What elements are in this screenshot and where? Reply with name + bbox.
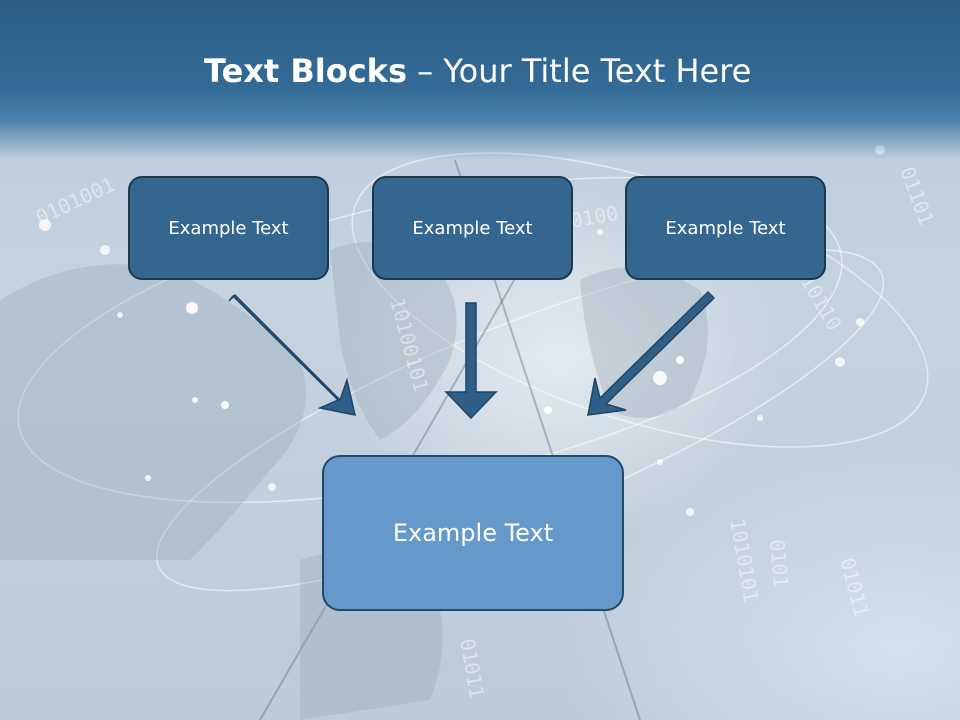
text-block-right-label: Example Text: [665, 217, 786, 239]
svg-text:0101: 0101: [765, 538, 793, 588]
text-block-left: Example Text: [128, 176, 329, 280]
title-bold: Text Blocks: [204, 52, 407, 90]
title-rest: Your Title Text Here: [443, 52, 752, 90]
text-block-center-label: Example Text: [412, 217, 533, 239]
text-block-right: Example Text: [625, 176, 826, 280]
text-block-bottom-label: Example Text: [392, 519, 554, 547]
arrow-center-to-bottom: [444, 302, 498, 420]
text-block-bottom: Example Text: [322, 455, 624, 611]
arrow-left-to-bottom: [228, 293, 356, 416]
text-block-left-label: Example Text: [168, 217, 289, 239]
slide-title: Text Blocks – Your Title Text Here: [0, 52, 960, 90]
text-block-center: Example Text: [372, 176, 573, 280]
title-dash: –: [407, 52, 444, 90]
title-bar: [0, 0, 960, 160]
arrow-right-to-bottom: [587, 290, 716, 416]
